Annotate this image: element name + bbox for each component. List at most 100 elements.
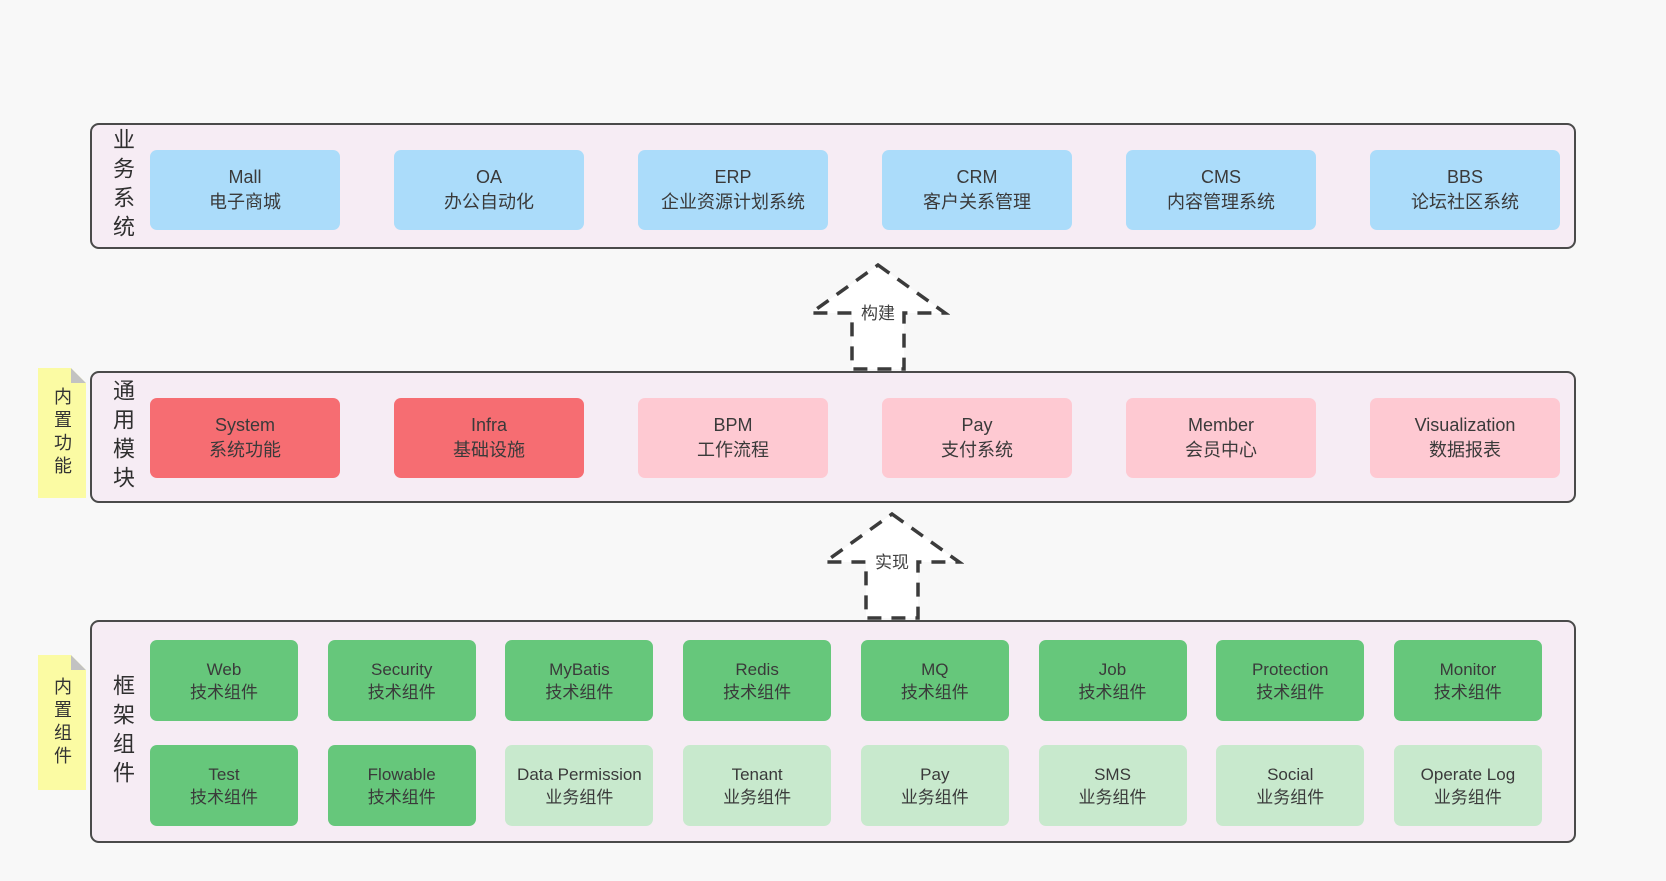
system-box-bbs: BBS 论坛社区系统 — [1370, 150, 1560, 230]
box-title: BPM — [713, 415, 753, 435]
box-title: MyBatis — [549, 659, 610, 679]
sticky-note-built-in-features: 内置功能 — [38, 368, 86, 498]
box-subtitle: 系统功能 — [209, 440, 281, 460]
box-subtitle: 业务组件 — [1433, 787, 1502, 807]
component-box-strip-bottom: Test 技术组件 Flowable 技术组件 Data Permission … — [150, 745, 1542, 826]
box-title: Mall — [228, 167, 262, 187]
box-subtitle: 电子商城 — [209, 192, 281, 212]
box-title: Flowable — [367, 764, 436, 784]
box-title: CRM — [956, 167, 998, 187]
component-box-strip-top: Web 技术组件 Security 技术组件 MyBatis 技术组件 Redi… — [150, 640, 1542, 721]
system-box-erp: ERP 企业资源计划系统 — [638, 150, 828, 230]
box-subtitle: 基础设施 — [453, 440, 525, 460]
system-box-oa: OA 办公自动化 — [394, 150, 584, 230]
box-title: Protection — [1251, 659, 1329, 679]
component-box-mybatis: MyBatis 技术组件 — [505, 640, 654, 721]
module-box-strip: System 系统功能 Infra 基础设施 BPM 工作流程 Pay 支付系统… — [150, 398, 1560, 478]
business-box-strip: Mall 电子商城 OA 办公自动化 ERP 企业资源计划系统 CRM 客户关系… — [150, 150, 1560, 230]
box-subtitle: 业务组件 — [1078, 787, 1147, 807]
box-subtitle: 办公自动化 — [444, 192, 534, 212]
system-box-crm: CRM 客户关系管理 — [882, 150, 1072, 230]
box-title: Social — [1267, 764, 1314, 784]
sticky-note-text: 内置组件 — [52, 676, 72, 769]
panel-side-label: 业务系统 — [98, 125, 146, 247]
panel-framework-components: 框架组件 Web 技术组件 Security 技术组件 MyBatis 技术组件… — [90, 620, 1576, 843]
component-box-security: Security 技术组件 — [327, 640, 476, 721]
box-subtitle: 业务组件 — [900, 787, 969, 807]
box-subtitle: 数据报表 — [1429, 440, 1501, 460]
component-box-sms: SMS 业务组件 — [1038, 745, 1187, 826]
box-title: Tenant — [731, 764, 783, 784]
box-subtitle: 会员中心 — [1185, 440, 1257, 460]
implement-arrow: 实现 — [820, 510, 964, 620]
box-title: System — [214, 415, 275, 435]
build-arrow: 构建 — [806, 261, 950, 371]
component-box-flowable: Flowable 技术组件 — [327, 745, 476, 826]
module-box-pay: Pay 支付系统 — [882, 398, 1072, 478]
box-subtitle: 技术组件 — [723, 682, 792, 702]
box-title: Pay — [920, 764, 950, 784]
panel-side-label: 通用模块 — [98, 373, 146, 501]
panel-side-label: 框架组件 — [98, 622, 146, 841]
component-box-protection: Protection 技术组件 — [1216, 640, 1365, 721]
box-subtitle: 业务组件 — [545, 787, 614, 807]
component-box-tenant: Tenant 业务组件 — [683, 745, 832, 826]
box-subtitle: 客户关系管理 — [923, 192, 1031, 212]
module-box-bpm: BPM 工作流程 — [638, 398, 828, 478]
box-title: Job — [1098, 659, 1127, 679]
box-title: BBS — [1446, 167, 1484, 187]
box-subtitle: 企业资源计划系统 — [661, 192, 805, 212]
box-subtitle: 技术组件 — [190, 787, 258, 807]
module-box-infra: Infra 基础设施 — [394, 398, 584, 478]
box-subtitle: 技术组件 — [367, 787, 436, 807]
box-title: Operate Log — [1420, 764, 1516, 784]
box-title: MQ — [921, 659, 949, 679]
implement-arrow-label: 实现 — [872, 548, 912, 573]
box-subtitle: 业务组件 — [723, 787, 792, 807]
box-title: Test — [208, 764, 240, 784]
component-box-monitor: Monitor 技术组件 — [1393, 640, 1542, 721]
module-box-system: System 系统功能 — [150, 398, 340, 478]
box-title: CMS — [1201, 167, 1241, 187]
sticky-note-built-in-components: 内置组件 — [38, 655, 86, 790]
box-title: OA — [475, 167, 502, 187]
module-box-visualization: Visualization 数据报表 — [1370, 398, 1560, 478]
panel-side-label-text: 框架组件 — [110, 673, 135, 790]
system-box-cms: CMS 内容管理系统 — [1126, 150, 1316, 230]
box-title: Visualization — [1414, 415, 1516, 435]
build-arrow-label: 构建 — [858, 299, 898, 324]
system-box-mall: Mall 电子商城 — [150, 150, 340, 230]
component-box-pay: Pay 业务组件 — [860, 745, 1009, 826]
box-subtitle: 工作流程 — [697, 440, 769, 460]
box-subtitle: 技术组件 — [190, 682, 258, 702]
box-title: SMS — [1094, 764, 1131, 784]
panel-common-modules: 通用模块 System 系统功能 Infra 基础设施 BPM 工作流程 Pay… — [90, 371, 1576, 503]
box-subtitle: 支付系统 — [941, 440, 1013, 460]
box-title: Pay — [961, 415, 993, 435]
module-box-member: Member 会员中心 — [1126, 398, 1316, 478]
component-box-mq: MQ 技术组件 — [860, 640, 1009, 721]
box-title: Member — [1187, 415, 1254, 435]
component-box-social: Social 业务组件 — [1216, 745, 1365, 826]
box-title: Redis — [735, 659, 779, 679]
box-subtitle: 技术组件 — [367, 682, 436, 702]
component-box-redis: Redis 技术组件 — [683, 640, 832, 721]
sticky-note-text: 内置功能 — [52, 387, 72, 479]
component-box-web: Web 技术组件 — [150, 640, 298, 721]
box-subtitle: 论坛社区系统 — [1411, 192, 1519, 212]
panel-side-label-text: 业务系统 — [110, 128, 135, 244]
component-box-test: Test 技术组件 — [150, 745, 298, 826]
box-subtitle: 技术组件 — [1433, 682, 1502, 702]
panel-business-systems: 业务系统 Mall 电子商城 OA 办公自动化 ERP 企业资源计划系统 CRM… — [90, 123, 1576, 249]
box-subtitle: 技术组件 — [900, 682, 969, 702]
component-box-job: Job 技术组件 — [1038, 640, 1187, 721]
box-subtitle: 技术组件 — [545, 682, 614, 702]
box-title: Security — [370, 659, 433, 679]
panel-side-label-text: 通用模块 — [110, 379, 135, 495]
box-subtitle: 技术组件 — [1256, 682, 1325, 702]
box-subtitle: 业务组件 — [1256, 787, 1325, 807]
component-box-data-permission: Data Permission 业务组件 — [505, 745, 654, 826]
component-box-operate-log: Operate Log 业务组件 — [1393, 745, 1542, 826]
box-title: Data Permission — [517, 764, 642, 784]
